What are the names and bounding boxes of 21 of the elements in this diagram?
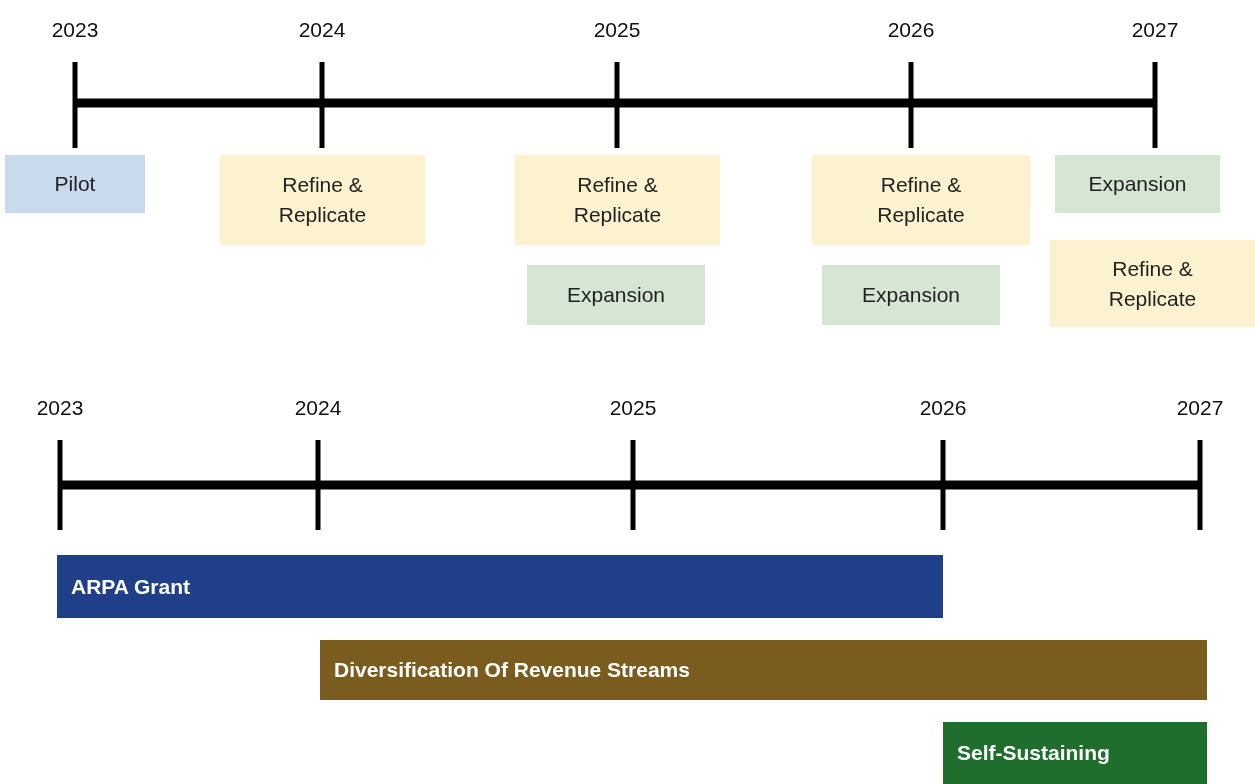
- funding-bar: Diversification Of Revenue Streams: [320, 640, 1207, 700]
- year-label: 2026: [918, 396, 968, 420]
- funding-bar: ARPA Grant: [57, 555, 943, 618]
- year-label: 2025: [592, 18, 642, 42]
- year-label: 2026: [886, 18, 936, 42]
- phase-box: Refine & Replicate: [812, 155, 1030, 245]
- phase-box: Refine & Replicate: [1050, 240, 1255, 327]
- phase-box: Expansion: [822, 265, 1000, 325]
- phase-box: Expansion: [527, 265, 705, 325]
- phase-box: Refine & Replicate: [515, 155, 720, 245]
- phase-box: Pilot: [5, 155, 145, 213]
- year-label: 2023: [35, 396, 85, 420]
- year-label: 2024: [297, 18, 347, 42]
- funding-bar: Self-Sustaining: [943, 722, 1207, 784]
- year-label: 2027: [1175, 396, 1225, 420]
- year-label: 2027: [1130, 18, 1180, 42]
- phase-box: Expansion: [1055, 155, 1220, 213]
- phase-box: Refine & Replicate: [220, 155, 425, 245]
- year-label: 2023: [50, 18, 100, 42]
- year-label: 2025: [608, 396, 658, 420]
- year-label: 2024: [293, 396, 343, 420]
